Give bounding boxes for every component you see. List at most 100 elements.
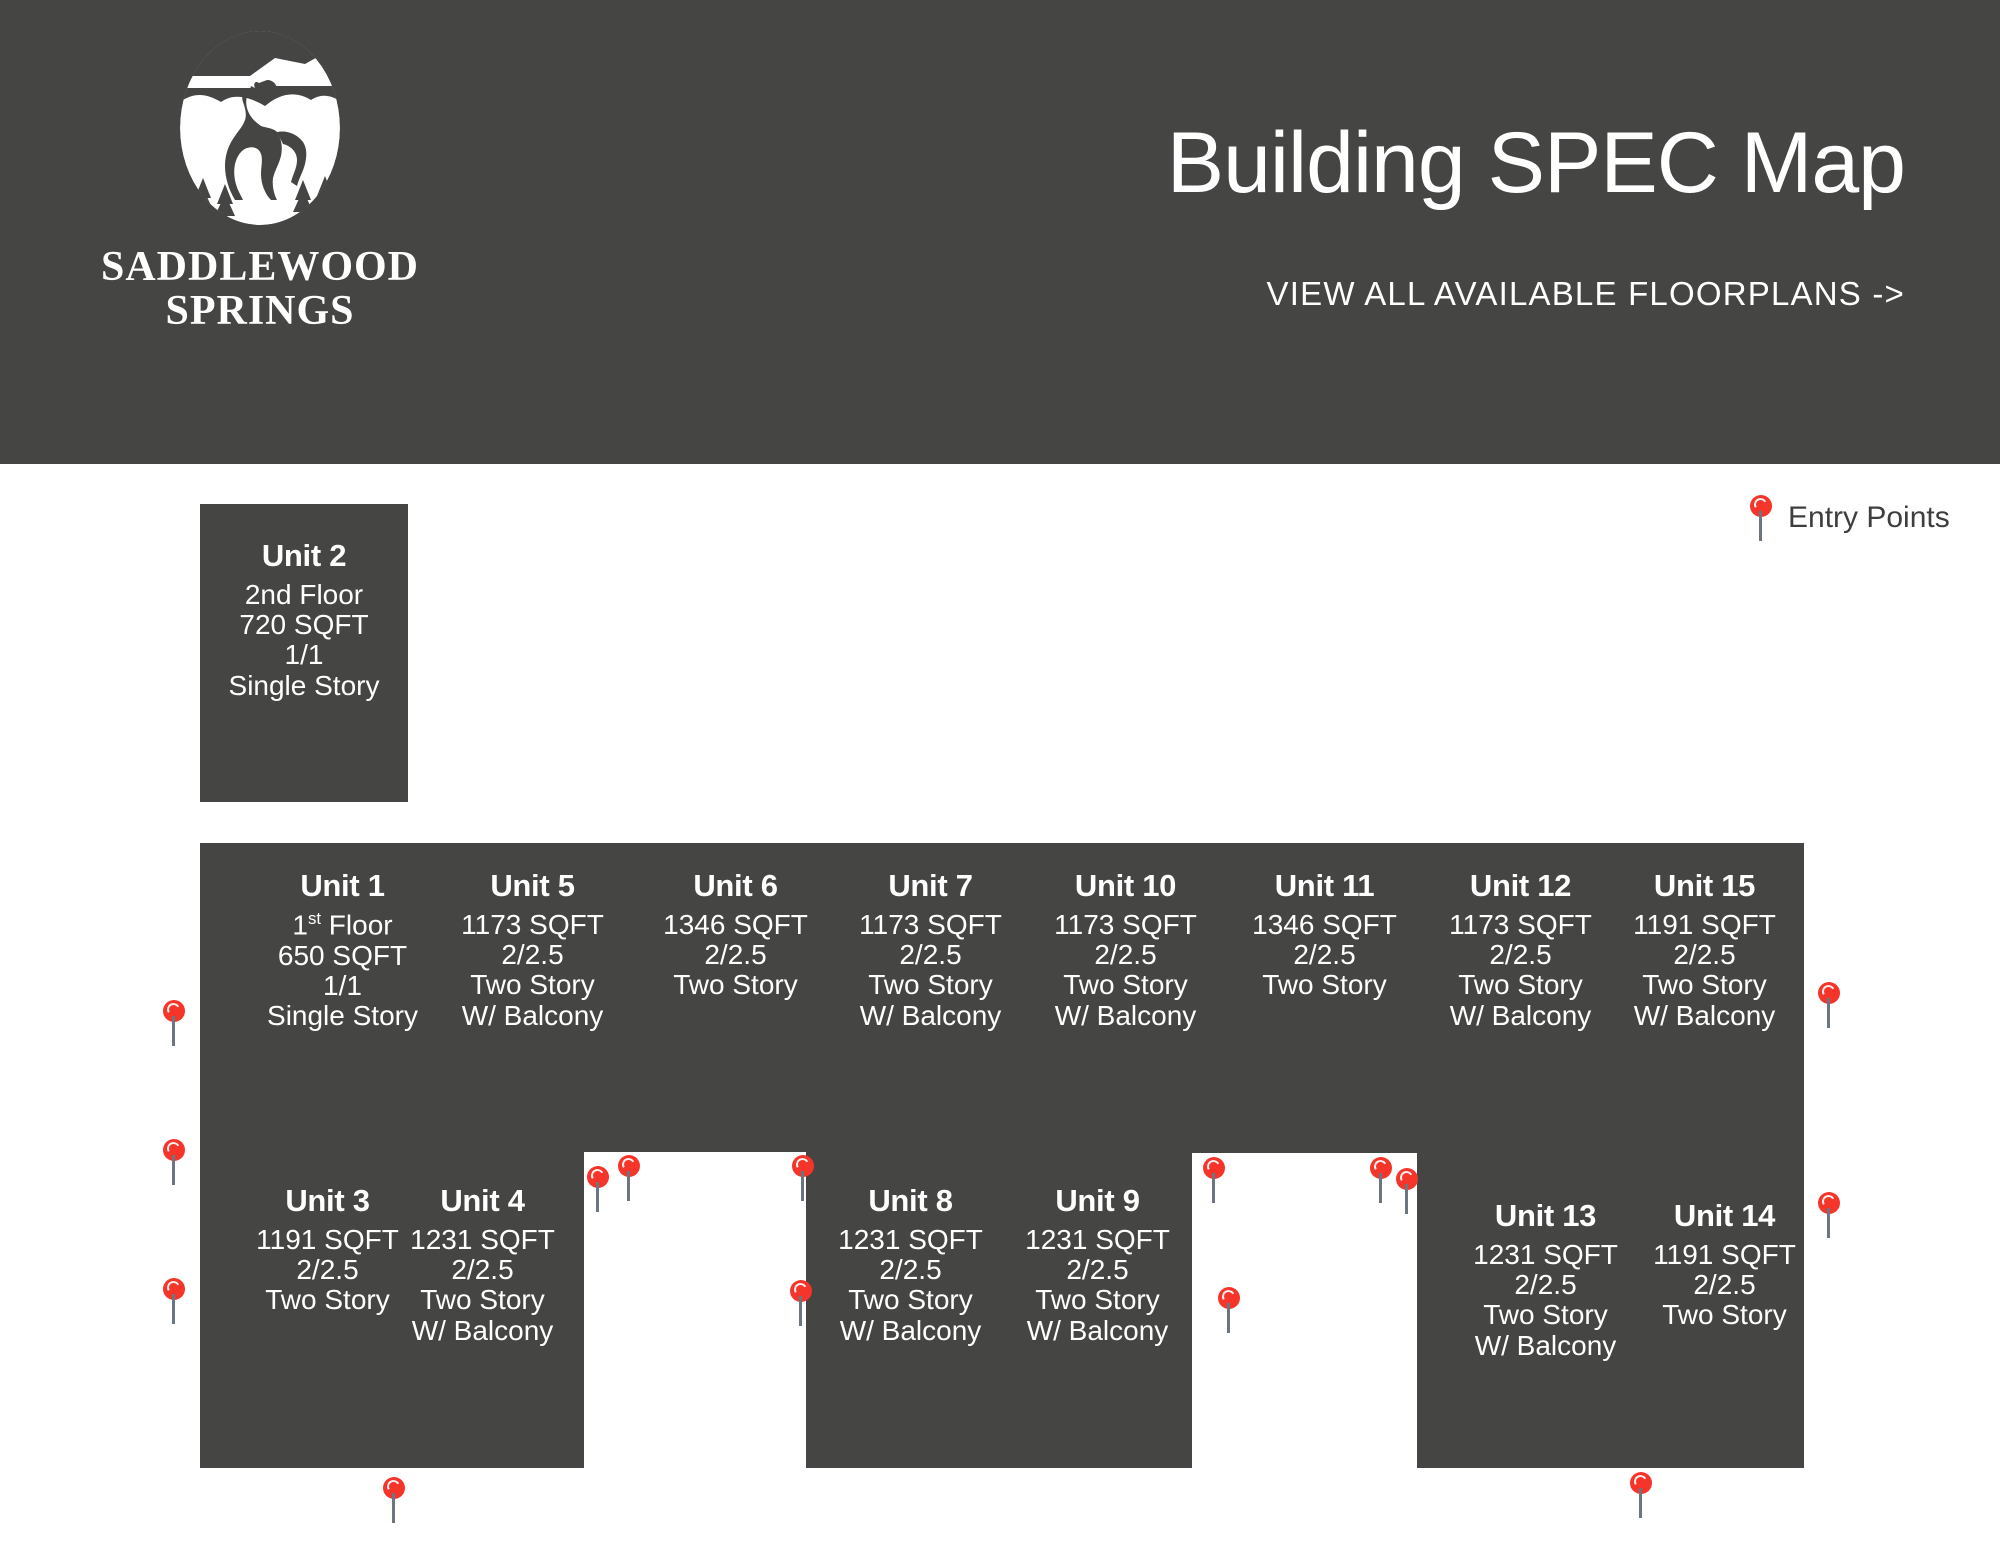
unit-15-line-3: W/ Balcony	[1633, 999, 1776, 1031]
entry-pin-courtyard-right-c[interactable]	[1396, 1168, 1418, 1214]
pin-stem	[1759, 511, 1762, 541]
pin-stem	[172, 1294, 175, 1324]
pin-head	[383, 1477, 405, 1499]
entry-pin-east-1[interactable]	[1818, 982, 1840, 1028]
unit-1-line-2: Single Story	[267, 1000, 418, 1032]
unit-9-name: Unit 9	[1055, 1183, 1140, 1218]
entry-pin-south-2[interactable]	[1630, 1472, 1652, 1518]
unit-5-line-1: 2/2.5	[501, 939, 564, 971]
brand-line-2: SPRINGS	[165, 288, 355, 335]
unit-2-line-0: 2nd Floor	[244, 579, 364, 610]
unit-2-line-2: 1/1	[284, 639, 324, 671]
unit-12-line-2: Two Story	[1458, 969, 1583, 1001]
unit-8-line-0: 1231 SQFT	[838, 1224, 983, 1255]
entry-pin-east-2[interactable]	[1818, 1192, 1840, 1238]
entry-pin-courtyard-left-b[interactable]	[618, 1155, 640, 1201]
unit-4-block[interactable]: Unit 4 1231 SQFT 2/2.5 Two Story W/ Balc…	[390, 1183, 575, 1346]
unit-14-block[interactable]: Unit 14 1191 SQFT 2/2.5 Two Story	[1632, 1198, 1817, 1331]
entry-pin-west-2[interactable]	[163, 1139, 185, 1185]
unit-5-line-0: 1173 SQFT	[461, 909, 604, 940]
unit-13-block[interactable]: Unit 13 1231 SQFT 2/2.5 Two Story W/ Bal…	[1453, 1198, 1638, 1361]
unit-3-block[interactable]: Unit 3 1191 SQFT 2/2.5 Two Story	[235, 1183, 420, 1316]
courtyard-notch-left	[584, 1152, 806, 1468]
entry-pin-courtyard-left-c[interactable]	[792, 1155, 814, 1201]
unit-4-line-2: Two Story	[420, 1284, 545, 1316]
unit-15-line-1: 2/2.5	[1673, 939, 1736, 971]
unit-7-line-2: Two Story	[868, 969, 993, 1001]
unit-5-line-2: Two Story	[470, 969, 595, 1001]
pin-head	[792, 1155, 814, 1177]
pin-stem	[1827, 998, 1830, 1028]
pin-head	[618, 1155, 640, 1177]
pin-head	[163, 1278, 185, 1300]
unit-11-line-1: 2/2.5	[1293, 939, 1356, 971]
pin-stem	[172, 1016, 175, 1046]
entry-pin-courtyard-right-a[interactable]	[1203, 1157, 1225, 1203]
entry-pin-courtyard-right-d[interactable]	[1218, 1287, 1240, 1333]
unit-14-line-1: 2/2.5	[1693, 1269, 1756, 1301]
unit-1-line-1: 1/1	[323, 969, 362, 1001]
unit-9-block[interactable]: Unit 9 1231 SQFT 2/2.5 Two Story W/ Balc…	[1005, 1183, 1190, 1346]
unit-6-block[interactable]: Unit 6 1346 SQFT 2/2.5 Two Story	[643, 868, 828, 1001]
pin-stem	[799, 1296, 802, 1326]
brand-logo: SADDLEWOOD SPRINGS	[101, 28, 418, 384]
horse-mountain-logo-icon	[180, 31, 340, 225]
unit-7-line-0: 1173 SQFT	[859, 909, 1002, 940]
unit-10-name: Unit 10	[1074, 868, 1177, 903]
unit-12-line-3: W/ Balcony	[1449, 999, 1592, 1031]
unit-4-line-0: 1231 SQFT	[410, 1224, 555, 1255]
entry-pin-courtyard-left-d[interactable]	[790, 1280, 812, 1326]
unit-1-floor: 1st Floor	[292, 909, 393, 941]
building-footprint: Unit 1 1st Floor 650 SQFT 1/1 Single Sto…	[200, 843, 1804, 1468]
unit-12-name: Unit 12	[1469, 868, 1572, 903]
pin-stem	[1405, 1184, 1408, 1214]
unit-2-text: Unit 2 2nd Floor 720 SQFT 1/1 Single Sto…	[200, 538, 408, 701]
legend-label: Entry Points	[1788, 501, 1950, 534]
unit-6-name: Unit 6	[693, 868, 778, 903]
page-header: SADDLEWOOD SPRINGS Building SPEC Map VIE…	[0, 0, 2000, 464]
pin-stem	[1212, 1173, 1215, 1203]
unit-6-line-2: Two Story	[673, 969, 798, 1001]
unit-1-block[interactable]: Unit 1 1st Floor 650 SQFT 1/1 Single Sto…	[250, 868, 435, 1031]
entry-pin-south-1[interactable]	[383, 1477, 405, 1523]
unit-9-line-2: Two Story	[1035, 1284, 1160, 1316]
unit-10-line-0: 1173 SQFT	[1054, 909, 1197, 940]
unit-12-line-0: 1173 SQFT	[1449, 909, 1592, 940]
unit-3-line-2: Two Story	[265, 1284, 390, 1316]
unit-13-line-1: 2/2.5	[1514, 1269, 1577, 1301]
unit-13-line-0: 1231 SQFT	[1473, 1239, 1618, 1270]
unit-2-name: Unit 2	[261, 538, 347, 573]
entry-pin-west-1[interactable]	[163, 1000, 185, 1046]
entry-pin-courtyard-right-b[interactable]	[1370, 1157, 1392, 1203]
unit-3-name: Unit 3	[285, 1183, 370, 1218]
unit-8-line-1: 2/2.5	[879, 1254, 942, 1286]
entry-pin-courtyard-left-a[interactable]	[587, 1166, 609, 1212]
unit-5-block[interactable]: Unit 5 1173 SQFT 2/2.5 Two Story W/ Balc…	[440, 868, 625, 1031]
unit-2-block[interactable]: Unit 2 2nd Floor 720 SQFT 1/1 Single Sto…	[200, 504, 408, 802]
unit-7-name: Unit 7	[888, 868, 973, 903]
pin-stem	[801, 1171, 804, 1201]
unit-11-block[interactable]: Unit 11 1346 SQFT 2/2.5 Two Story	[1232, 868, 1417, 1001]
unit-12-block[interactable]: Unit 12 1173 SQFT 2/2.5 Two Story W/ Bal…	[1428, 868, 1613, 1031]
unit-4-line-1: 2/2.5	[451, 1254, 514, 1286]
unit-7-line-3: W/ Balcony	[859, 999, 1002, 1031]
unit-7-block[interactable]: Unit 7 1173 SQFT 2/2.5 Two Story W/ Balc…	[838, 868, 1023, 1031]
unit-11-line-0: 1346 SQFT	[1252, 909, 1397, 940]
unit-7-line-1: 2/2.5	[899, 939, 962, 971]
unit-10-block[interactable]: Unit 10 1173 SQFT 2/2.5 Two Story W/ Bal…	[1033, 868, 1218, 1031]
unit-6-line-1: 2/2.5	[704, 939, 767, 971]
unit-15-block[interactable]: Unit 15 1191 SQFT 2/2.5 Two Story W/ Bal…	[1612, 868, 1797, 1031]
entry-pin-west-3[interactable]	[163, 1278, 185, 1324]
pin-head	[163, 1139, 185, 1161]
brand-line-1: SADDLEWOOD	[100, 244, 420, 290]
unit-8-line-2: Two Story	[848, 1284, 973, 1316]
view-floorplans-link[interactable]: VIEW ALL AVAILABLE FLOORPLANS ->	[1266, 275, 1905, 312]
unit-13-line-2: Two Story	[1483, 1299, 1608, 1331]
brand-wordmark: SADDLEWOOD SPRINGS	[101, 245, 419, 333]
unit-3-line-0: 1191 SQFT	[256, 1224, 399, 1255]
pin-head	[1818, 982, 1840, 1004]
unit-8-block[interactable]: Unit 8 1231 SQFT 2/2.5 Two Story W/ Balc…	[818, 1183, 1003, 1346]
unit-13-name: Unit 13	[1494, 1198, 1597, 1233]
unit-3-line-1: 2/2.5	[296, 1254, 359, 1286]
